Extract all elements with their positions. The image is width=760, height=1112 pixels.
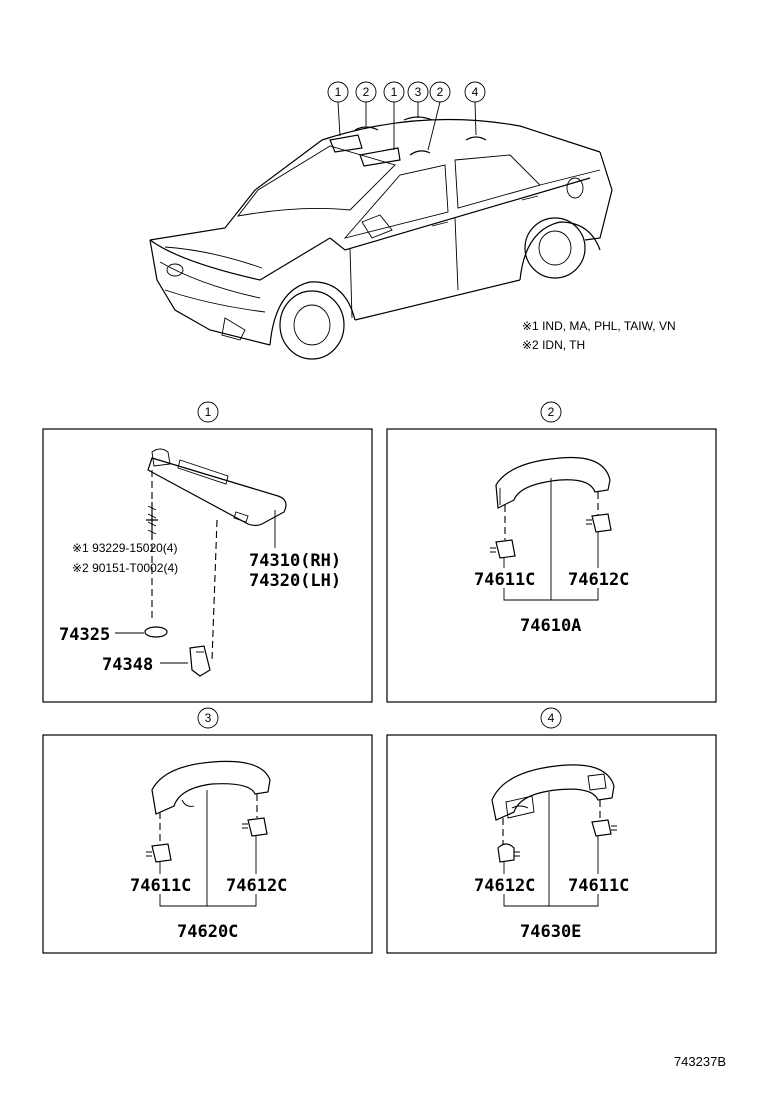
p2-assembly-part: 74610A xyxy=(520,616,581,636)
callout-4: 4 xyxy=(464,81,486,103)
p4-left-cap-part: 74612C xyxy=(474,876,535,896)
svg-text:1: 1 xyxy=(391,85,398,99)
callout-2b: 2 xyxy=(429,81,451,103)
car-illustration xyxy=(149,116,613,360)
panel-3: 3 74611C 74612C 74620C xyxy=(42,707,373,954)
svg-text:2: 2 xyxy=(437,85,444,99)
svg-text:2: 2 xyxy=(363,85,370,99)
holder-part: 74348 xyxy=(102,655,153,675)
panel-4: 4 74612C 74611C 74630E xyxy=(386,707,717,954)
callout-2a: 2 xyxy=(355,81,377,103)
p4-right-cap-part: 74611C xyxy=(568,876,629,896)
callout-1b: 1 xyxy=(383,81,405,103)
panel-3-number: 3 xyxy=(205,711,212,725)
overview-leaders xyxy=(337,101,477,151)
p2-left-cap-part: 74611C xyxy=(474,570,535,590)
screw-part-1: ※1 93229-15020(4) xyxy=(72,541,177,555)
panel-4-number: 4 xyxy=(548,711,555,725)
screw-part-2: ※2 90151-T0002(4) xyxy=(72,561,178,575)
drawing-number: 743237B xyxy=(674,1054,726,1069)
p3-right-cap-part: 74612C xyxy=(226,876,287,896)
washer-part: 74325 xyxy=(59,625,110,645)
p3-assembly-part: 74620C xyxy=(177,922,238,942)
panel-1-number: 1 xyxy=(205,405,212,419)
callout-1a: 1 xyxy=(327,81,349,103)
panel-2-number: 2 xyxy=(548,405,555,419)
panel-1: 1 ※1 93229-15020(4) ※2 90151-T0002(4) 74… xyxy=(42,401,373,703)
region-note-2: ※2 IDN, TH xyxy=(522,338,585,352)
visor-lh-part: 74320(LH) xyxy=(249,571,341,591)
overview-callouts: 1 2 1 3 2 4 xyxy=(327,81,486,103)
p2-right-cap-part: 74612C xyxy=(568,570,629,590)
p3-left-cap-part: 74611C xyxy=(130,876,191,896)
panel-2: 2 74611C 74612C 74610A xyxy=(386,401,717,703)
svg-text:1: 1 xyxy=(335,85,342,99)
visor-rh-part: 74310(RH) xyxy=(249,551,341,571)
callout-3: 3 xyxy=(407,81,429,103)
svg-text:4: 4 xyxy=(472,85,479,99)
p4-assembly-part: 74630E xyxy=(520,922,581,942)
svg-text:3: 3 xyxy=(415,85,422,99)
region-note-1: ※1 IND, MA, PHL, TAIW, VN xyxy=(522,319,676,333)
